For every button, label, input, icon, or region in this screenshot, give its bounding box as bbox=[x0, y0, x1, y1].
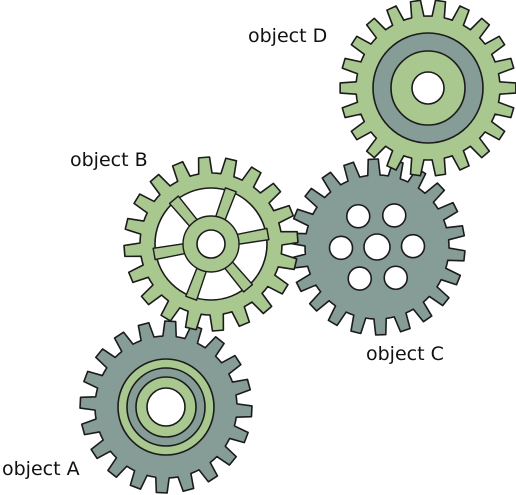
gear-b bbox=[123, 156, 299, 332]
axle-hole bbox=[146, 387, 186, 427]
lightening-hole bbox=[345, 203, 371, 229]
lightening-hole bbox=[383, 265, 409, 291]
lightening-hole bbox=[347, 266, 373, 291]
axle-hole bbox=[411, 71, 445, 105]
gear-c bbox=[288, 158, 466, 336]
label-object-a: object A bbox=[2, 458, 80, 480]
axle-hole bbox=[363, 233, 391, 261]
label-object-b: object B bbox=[70, 149, 148, 171]
gear-a bbox=[79, 320, 253, 494]
gear-d bbox=[339, 0, 516, 177]
label-object-c: object C bbox=[366, 343, 444, 365]
lightening-hole bbox=[400, 233, 426, 259]
lightening-hole bbox=[381, 203, 407, 228]
label-object-d: object D bbox=[248, 25, 327, 47]
axle-hole bbox=[196, 229, 226, 259]
lightening-hole bbox=[328, 235, 354, 261]
